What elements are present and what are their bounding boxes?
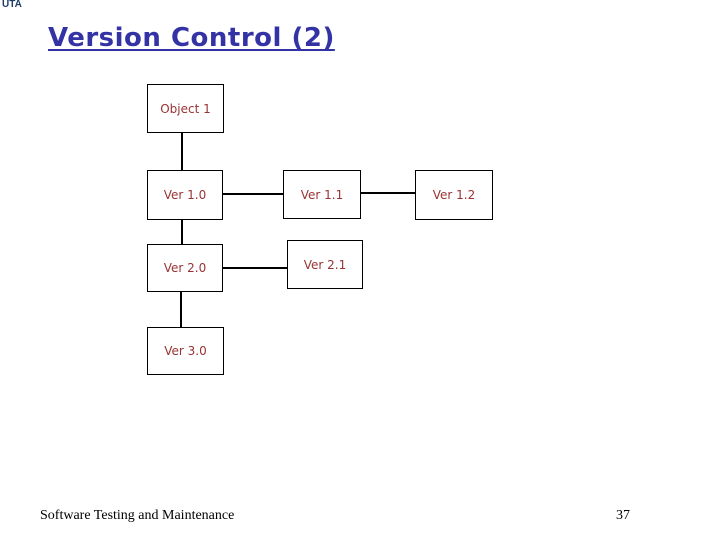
node-ver-1-0: Ver 1.0 (147, 170, 223, 220)
connector-object1-ver10 (181, 133, 183, 170)
page-title: Version Control (2) (48, 23, 335, 53)
connector-ver11-ver12 (361, 192, 415, 194)
node-ver-2-1: Ver 2.1 (287, 240, 363, 289)
node-label: Ver 1.1 (300, 187, 344, 202)
page-number: 37 (616, 508, 630, 523)
connector-ver20-ver21 (223, 267, 287, 269)
uta-logo: UTA (2, 0, 22, 10)
node-label: Ver 1.0 (163, 188, 207, 202)
node-ver-1-1: Ver 1.1 (283, 170, 361, 219)
connector-ver10-ver11 (223, 193, 283, 195)
node-label: Ver 2.0 (163, 261, 207, 275)
footer-title: Software Testing and Maintenance (40, 508, 235, 523)
node-label: Ver 3.0 (164, 344, 207, 358)
node-label: Ver 2.1 (303, 257, 347, 272)
node-ver-2-0: Ver 2.0 (147, 244, 223, 292)
node-ver-1-2: Ver 1.2 (415, 170, 493, 220)
node-object-1: Object 1 (147, 84, 224, 133)
connector-ver10-ver20 (181, 220, 183, 244)
connector-ver20-ver30 (180, 292, 182, 327)
node-label: Ver 1.2 (432, 188, 476, 202)
node-ver-3-0: Ver 3.0 (147, 327, 224, 375)
node-label: Object 1 (160, 101, 211, 116)
